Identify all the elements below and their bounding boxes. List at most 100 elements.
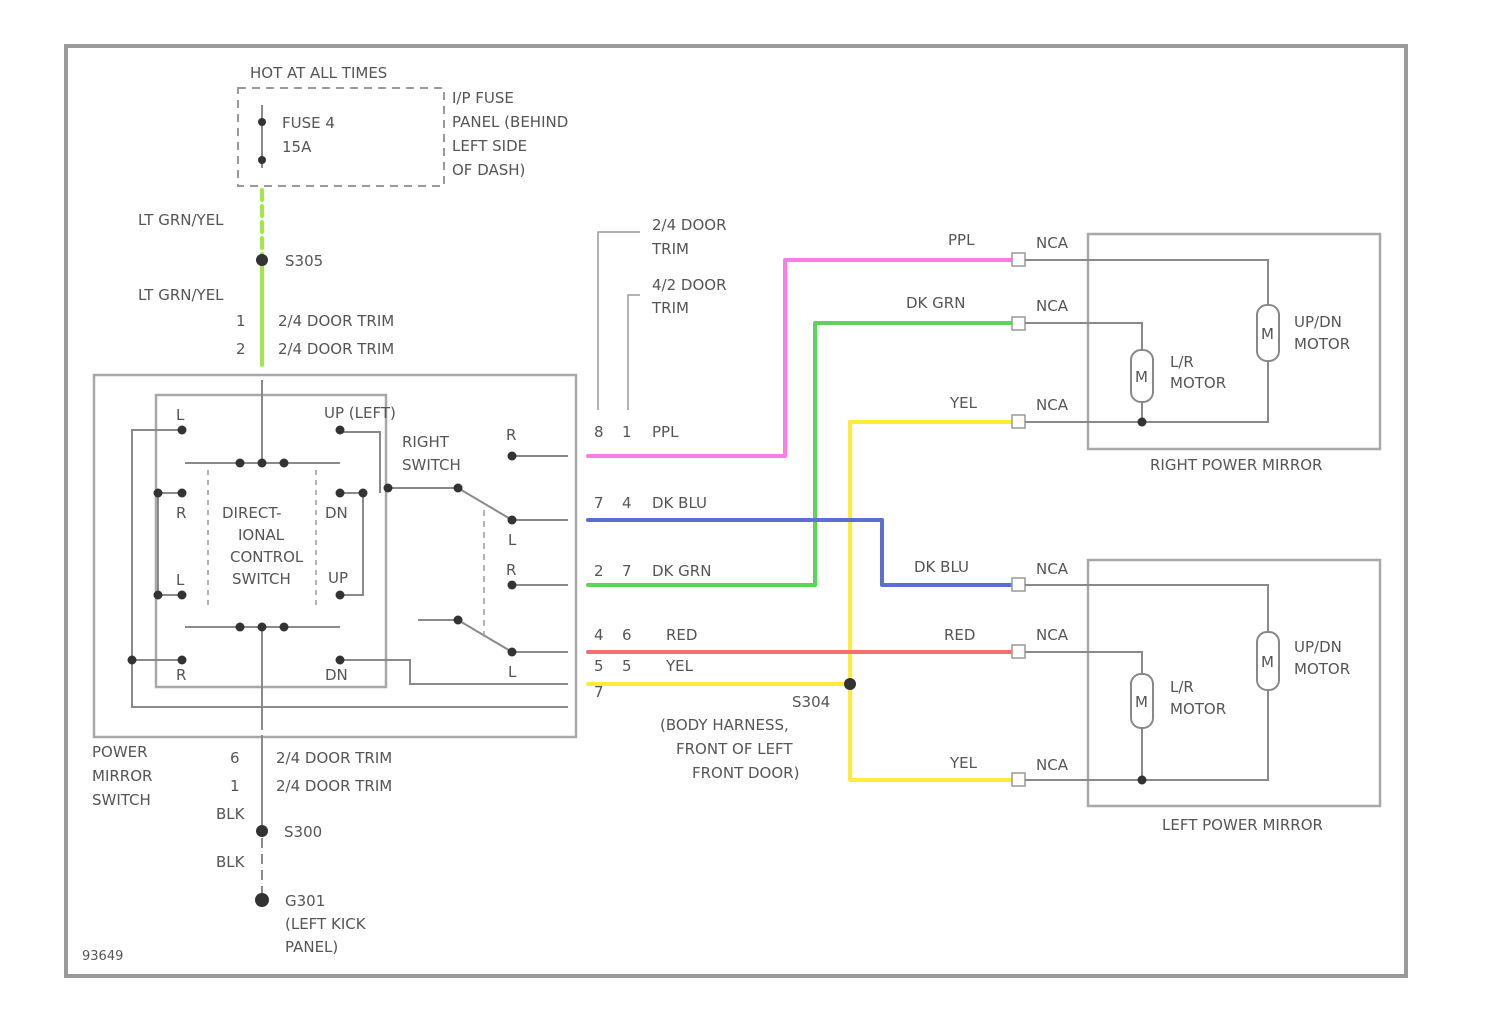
door-trim-note-1-line-1: 2/4 DOOR: [652, 216, 727, 234]
pin-row-3-a: 2: [594, 562, 604, 580]
right-updown-label-1: UP/DN: [1294, 313, 1342, 331]
left-wire-yel-label: YEL: [949, 754, 978, 772]
switch-l-sel-1: L: [508, 531, 517, 549]
direct-line-2: IONAL: [238, 526, 285, 544]
left-updown-motor-symbol: M: [1261, 653, 1274, 671]
pin-row-1-a: 8: [594, 423, 604, 441]
right-wire-grn-label: DK GRN: [906, 294, 965, 312]
switch-name-line-2: MIRROR: [92, 767, 152, 785]
pin-row-5-b: 5: [622, 657, 632, 675]
fuse-panel-line-2: PANEL (BEHIND: [452, 113, 568, 131]
ground-pin-a-label: 2/4 DOOR TRIM: [276, 749, 392, 767]
direct-line-4: SWITCH: [232, 570, 291, 588]
left-updown-label-1: UP/DN: [1294, 638, 1342, 656]
switch-r-bot: R: [176, 666, 186, 684]
fuse-panel-outline: [238, 88, 444, 186]
right-wire-yel-label: YEL: [949, 394, 978, 412]
fuse-panel-line-4: OF DASH): [452, 161, 525, 179]
pin-row-5-wire: YEL: [665, 657, 694, 675]
wire-yel-left: [850, 685, 1012, 780]
door-trim-notes: 2/4 DOOR TRIM 4/2 DOOR TRIM: [598, 216, 727, 410]
wire-yel-right: [850, 422, 1012, 685]
splice-s304-name: S304: [792, 693, 830, 711]
ground-g301-dot: [255, 893, 269, 907]
switch-l-low: L: [176, 571, 185, 589]
right-mirror-label: RIGHT POWER MIRROR: [1150, 456, 1322, 474]
pin-row-5-a: 5: [594, 657, 604, 675]
pin-row-4-a: 4: [594, 626, 604, 644]
splice-s304-line-2: FRONT OF LEFT: [676, 740, 793, 758]
door-trim-note-2-line-2: TRIM: [651, 299, 689, 317]
splice-s304-dot: [844, 678, 856, 690]
right-lr-label-1: L/R: [1170, 353, 1194, 371]
pin-row-1-wire: PPL: [652, 423, 679, 441]
left-lr-label-2: MOTOR: [1170, 700, 1226, 718]
switch-dn-bot: DN: [325, 666, 348, 684]
switch-r-sel-2: R: [506, 561, 516, 579]
ground-pin-a: 6: [230, 749, 240, 767]
switch-name-line-1: POWER: [92, 743, 148, 761]
left-lr-motor-symbol: M: [1135, 693, 1148, 711]
supply-wire-label-1: LT GRN/YEL: [138, 211, 224, 229]
left-updown-label-2: MOTOR: [1294, 660, 1350, 678]
left-wire-red-label: RED: [944, 626, 975, 644]
left-mirror-label: LEFT POWER MIRROR: [1162, 816, 1323, 834]
direct-line-1: DIRECT-: [222, 504, 282, 522]
right-nca-2: NCA: [1036, 297, 1069, 315]
supply-pin-a: 1: [236, 312, 246, 330]
fuse-panel-line-1: I/P FUSE: [452, 89, 514, 107]
splice-s304-line-3: FRONT DOOR): [692, 764, 799, 782]
ground-pin-b: 1: [230, 777, 240, 795]
switch-l-sel-2: L: [508, 663, 517, 681]
door-trim-note-1-line-2: TRIM: [651, 240, 689, 258]
switch-dn-mid: DN: [325, 504, 348, 522]
ground-wire-label-2: BLK: [216, 853, 246, 871]
ground-location-line-1: (LEFT KICK: [285, 915, 367, 933]
pin-row-1-b: 1: [622, 423, 632, 441]
splice-s300-label: S300: [284, 823, 322, 841]
switch-up-low: UP: [328, 569, 348, 587]
supply-pin-b: 2: [236, 340, 246, 358]
right-switch-line-1: RIGHT: [402, 433, 450, 451]
left-nca-3: NCA: [1036, 756, 1069, 774]
right-nca-1: NCA: [1036, 234, 1069, 252]
hot-at-all-times-label: HOT AT ALL TIMES: [250, 64, 387, 82]
fuse-rating: 15A: [282, 138, 312, 156]
fuse-panel-line-3: LEFT SIDE: [452, 137, 527, 155]
power-mirror-switch: L UP (LEFT) R DN DIRECT- IONAL CONTROL S…: [92, 375, 576, 809]
right-lr-motor-symbol: M: [1135, 368, 1148, 386]
right-power-mirror: M M PPL DK GRN YEL NCA NCA NCA UP/DN MOT…: [906, 231, 1380, 474]
splice-s305-dot: [256, 254, 268, 266]
splice-s304: S304 (BODY HARNESS, FRONT OF LEFT FRONT …: [660, 693, 830, 782]
left-wire-blu-label: DK BLU: [914, 558, 969, 576]
pin-row-3-wire: DK GRN: [652, 562, 711, 580]
right-wire-ppl-label: PPL: [948, 231, 975, 249]
pin-row-2-b: 4: [622, 494, 632, 512]
supply-pin-a-label: 2/4 DOOR TRIM: [278, 312, 394, 330]
pin-row-2-wire: DK BLU: [652, 494, 707, 512]
ground-pin-b-label: 2/4 DOOR TRIM: [276, 777, 392, 795]
pin-row-2-a: 7: [594, 494, 604, 512]
door-trim-note-2-line-1: 4/2 DOOR: [652, 276, 727, 294]
switch-connector-pins: 8 1 PPL 7 4 DK BLU 2 7 DK GRN 4 6 RED 5 …: [594, 423, 711, 701]
left-nca-1: NCA: [1036, 560, 1069, 578]
splice-s304-line-1: (BODY HARNESS,: [660, 716, 789, 734]
pin-row-4-wire: RED: [666, 626, 697, 644]
supply-wire-label-2: LT GRN/YEL: [138, 286, 224, 304]
right-lr-label-2: MOTOR: [1170, 374, 1226, 392]
right-updown-motor-symbol: M: [1261, 325, 1274, 343]
pin-row-3-b: 7: [622, 562, 632, 580]
switch-l-top: L: [176, 406, 185, 424]
switch-r-sel: R: [506, 426, 516, 444]
supply-pin-b-label: 2/4 DOOR TRIM: [278, 340, 394, 358]
left-nca-2: NCA: [1036, 626, 1069, 644]
fuse-block: HOT AT ALL TIMES FUSE 4 15A I/P FUSE PAN…: [238, 64, 568, 186]
ground-name: G301: [285, 892, 325, 910]
switch-up-left: UP (LEFT): [324, 404, 396, 422]
ground-location-line-2: PANEL): [285, 938, 338, 956]
fuse-name: FUSE 4: [282, 114, 335, 132]
right-switch-line-2: SWITCH: [402, 456, 461, 474]
figure-id: 93649: [82, 949, 123, 964]
direct-line-3: CONTROL: [230, 548, 304, 566]
